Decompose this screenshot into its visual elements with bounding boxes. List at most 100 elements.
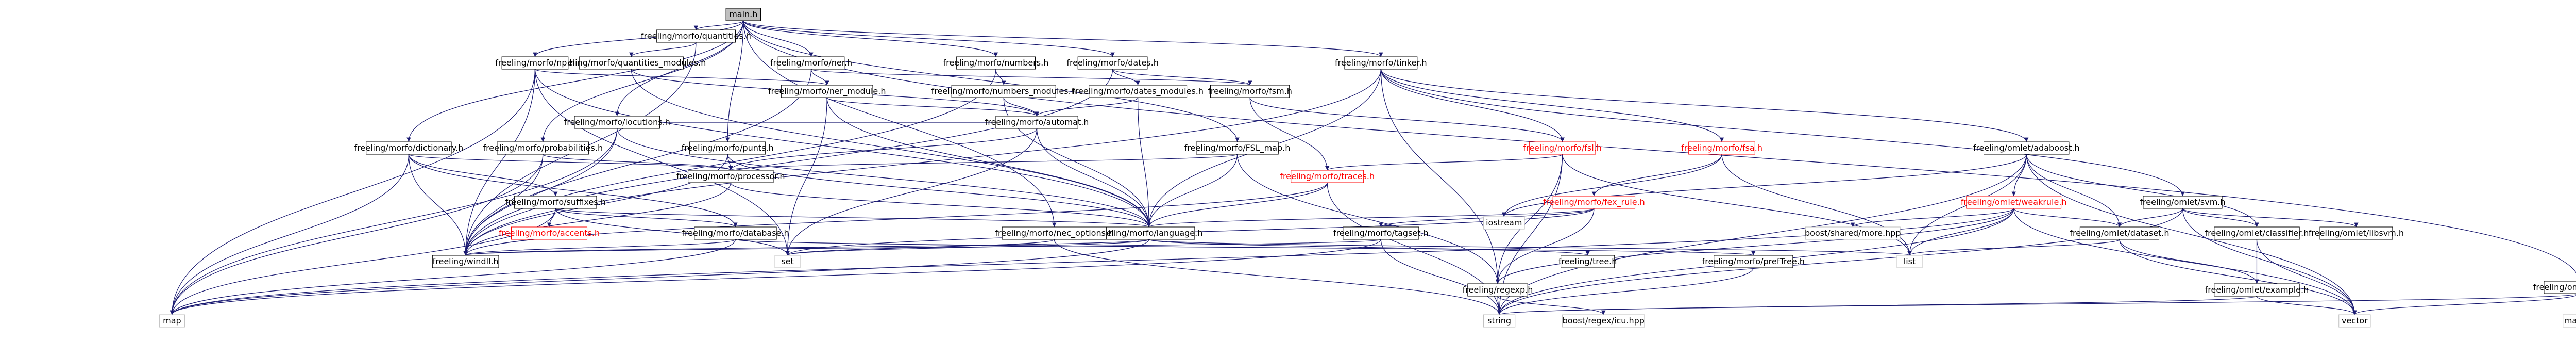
node-iostream[interactable]: iostream	[1483, 216, 1525, 230]
node-map[interactable]: map	[159, 314, 185, 328]
edge-dates-modules-to-automat	[1035, 97, 1139, 117]
edge-language-to-tree	[1148, 239, 1590, 256]
node-punts[interactable]: freeling/morfo/punts.h	[682, 141, 774, 155]
node-list[interactable]: list	[1896, 255, 1923, 268]
node-prefTree[interactable]: freeling/morfo/prefTree.h	[1702, 255, 1805, 268]
edge-ner-to-ner-module	[810, 69, 829, 86]
edge-fsa-to-iostream	[1502, 154, 1722, 217]
node-dataset[interactable]: freeling/omlet/dataset.h	[2070, 226, 2170, 240]
node-fsl[interactable]: freeling/morfo/fsl.h	[1523, 141, 1602, 155]
node-dictionary[interactable]: freeling/morfo/dictionary.h	[354, 141, 464, 155]
node-main[interactable]: main.h	[725, 8, 761, 21]
edge-processor-to-language	[730, 182, 1151, 228]
edge-quantities-to-quantities-modules	[629, 42, 697, 57]
node-numbers[interactable]: freeling/morfo/numbers.h	[943, 56, 1048, 70]
node-string[interactable]: string	[1483, 314, 1516, 328]
edge-locutions-to-windll	[463, 128, 618, 256]
node-label: freeling/regexp.h	[1463, 285, 1533, 295]
edge-dataset-to-list	[1907, 239, 2120, 256]
node-traces[interactable]: freeling/morfo/traces.h	[1280, 170, 1375, 183]
node-tagset[interactable]: freeling/morfo/tagset.h	[1333, 226, 1429, 240]
node-weakrule[interactable]: freeling/omlet/weakrule.h	[1961, 196, 2067, 209]
edge-np-to-set	[534, 69, 790, 256]
node-suffixes[interactable]: freeling/morfo/suffixes.h	[505, 196, 606, 209]
node-label: string	[1487, 316, 1511, 326]
node-boost-tp[interactable]: boost/shared/more.hpp	[1805, 226, 1901, 240]
node-set[interactable]: set	[774, 255, 801, 268]
edge-adaboost-to-vector	[2026, 154, 2357, 315]
edge-regexp-to-boost-icu	[1497, 296, 1606, 315]
edge-dataset-to-vector	[2119, 239, 2357, 315]
node-windll[interactable]: freeling/windll.h	[432, 255, 499, 268]
node-quantities-modules[interactable]: freeling/morfo/quantities_modules.h	[556, 56, 706, 70]
node-ner-module[interactable]: freeling/morfo/ner_module.h	[768, 85, 886, 98]
node-box	[1552, 196, 1636, 209]
node-ner[interactable]: freeling/morfo/ner.h	[770, 56, 852, 70]
edge-np-to-map	[170, 69, 536, 315]
node-quantities[interactable]: freeling/morfo/quantities.h	[641, 29, 751, 43]
edge-numbers-modules-to-automat	[1003, 97, 1039, 117]
edge-weakrule-to-vector	[2013, 208, 2357, 315]
node-boost-icu[interactable]: boost/regex/icu.hpp	[1562, 314, 1645, 328]
node-box	[2563, 314, 2576, 328]
node-vector[interactable]: vector	[2338, 314, 2371, 328]
node-box	[1896, 255, 1923, 268]
edge-database-to-prefTree	[735, 239, 1755, 256]
edge-weakrule-to-list	[1907, 208, 2014, 256]
node-fsa[interactable]: freeling/morfo/fsa.h	[1681, 141, 1762, 155]
node-nec-options[interactable]: freeling/morfo/nec_options.h	[995, 226, 1113, 240]
node-processor[interactable]: freeling/morfo/processor.h	[676, 170, 785, 183]
node-database[interactable]: freeling/morfo/database.h	[682, 226, 789, 240]
node-fsl-map[interactable]: freeling/morfo/FSL_map.h	[1184, 141, 1291, 155]
node-fex-rule[interactable]: freeling/morfo/fex_rule.h	[1543, 196, 1645, 209]
edge-dataset-to-example	[2119, 239, 2259, 284]
node-box	[688, 170, 774, 183]
node-dates-modules[interactable]: freeling/morfo/dates_modules.h	[1072, 85, 1204, 98]
node-label: vector	[2342, 316, 2368, 326]
node-np[interactable]: freeling/morfo/np.h	[495, 56, 575, 70]
edge-probabilities-to-processor	[543, 154, 733, 171]
edge-ner-to-fsm-tnk	[810, 69, 1252, 86]
node-probabilities[interactable]: freeling/morfo/probabilities.h	[483, 141, 603, 155]
node-numbers-modules[interactable]: freeling/morfo/numbers_modules.h	[931, 85, 1076, 98]
node-adaboost[interactable]: freeling/omlet/adaboost.h	[1973, 141, 2080, 155]
node-dates[interactable]: freeling/morfo/dates.h	[1066, 56, 1159, 70]
node-tree[interactable]: freeling/tree.h	[1558, 255, 1617, 268]
node-vitabi[interactable]: freeling/omlet/vitabi.h	[2533, 281, 2576, 294]
node-svmmodel[interactable]: freeling/omlet/svm.h	[2140, 196, 2226, 209]
node-accents2[interactable]: freeling/morfo/accents.h	[499, 226, 600, 240]
node-language[interactable]: freeling/morfo/language.h	[1095, 226, 1203, 240]
node-box	[694, 226, 777, 240]
edge-main-to-dates	[743, 20, 1115, 57]
node-math[interactable]: math.h	[2563, 314, 2576, 328]
node-fsm-tnk[interactable]: freeling/morfo/fsm.h	[1208, 85, 1292, 98]
edge-locutions-to-map	[170, 128, 618, 315]
node-example[interactable]: freeling/omlet/example.h	[2205, 283, 2309, 297]
edge-dictionary-to-database	[408, 154, 738, 228]
edge-fsl-to-regexp	[1495, 154, 1563, 284]
node-tinker[interactable]: freeling/morfo/tinker.h	[1335, 56, 1427, 70]
edge-main-to-punts	[725, 20, 744, 142]
node-classifier[interactable]: freeling/omlet/classifier.h	[2205, 226, 2309, 240]
node-box	[1089, 85, 1188, 98]
edge-language-to-map	[170, 239, 1149, 315]
edge-tinker-to-regexp	[1380, 69, 1500, 284]
node-libsvm[interactable]: freeling/omlet/libsvm.h	[2309, 226, 2404, 240]
node-box	[1196, 141, 1279, 155]
node-box	[1077, 56, 1148, 70]
node-label: freeling/morfo/FSL_map.h	[1184, 143, 1291, 153]
node-automat[interactable]: freeling/morfo/automat.h	[985, 116, 1089, 129]
edge-dates-modules-to-language	[1138, 97, 1151, 228]
node-locutions[interactable]: freeling/morfo/locutions.h	[564, 116, 670, 129]
node-box	[159, 314, 185, 328]
edge-database-to-map	[170, 239, 736, 315]
edge-tinker-to-windll	[463, 69, 1381, 256]
node-box	[1291, 170, 1364, 183]
edge-dates-to-dates-modules	[1112, 69, 1140, 86]
node-box	[951, 85, 1056, 98]
node-box	[781, 85, 873, 98]
node-regexp[interactable]: freeling/regexp.h	[1463, 283, 1533, 297]
node-label: freeling/morfo/fsa.h	[1681, 143, 1762, 153]
edge-adaboost-to-weakrule	[2011, 154, 2027, 197]
